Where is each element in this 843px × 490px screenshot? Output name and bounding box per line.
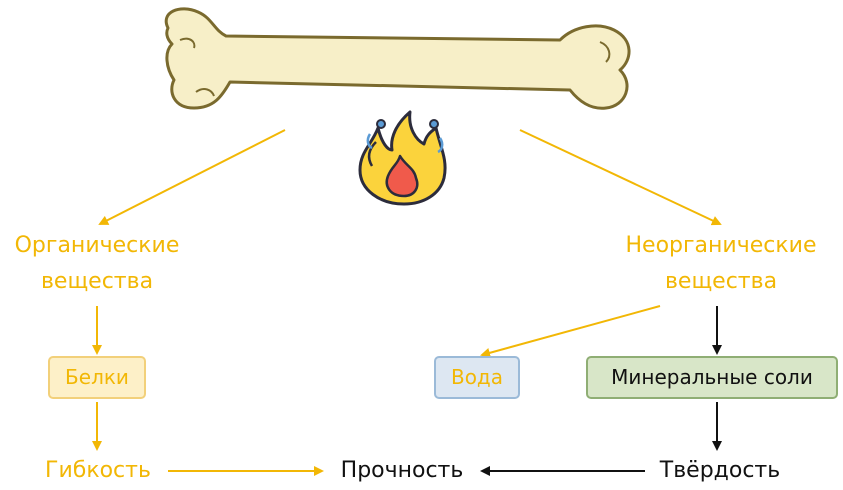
- flexibility-label: Гибкость: [32, 453, 164, 489]
- hardness-label: Твёрдость: [650, 453, 790, 489]
- minerals-box: Минеральные соли: [586, 356, 838, 399]
- water-box: Вода: [434, 356, 520, 399]
- bone-icon: [166, 9, 629, 108]
- organic-substances-label: Органические вещества: [2, 228, 192, 300]
- arrow-inorganic-to-water: [482, 306, 660, 355]
- inorganic-substances-label: Неорганические вещества: [606, 228, 836, 300]
- strength-label: Прочность: [328, 453, 476, 489]
- fire-icon: [360, 112, 445, 204]
- arrow-bone-to-inorganic: [520, 130, 720, 224]
- arrow-bone-to-organic: [100, 130, 285, 224]
- proteins-box: Белки: [48, 356, 146, 399]
